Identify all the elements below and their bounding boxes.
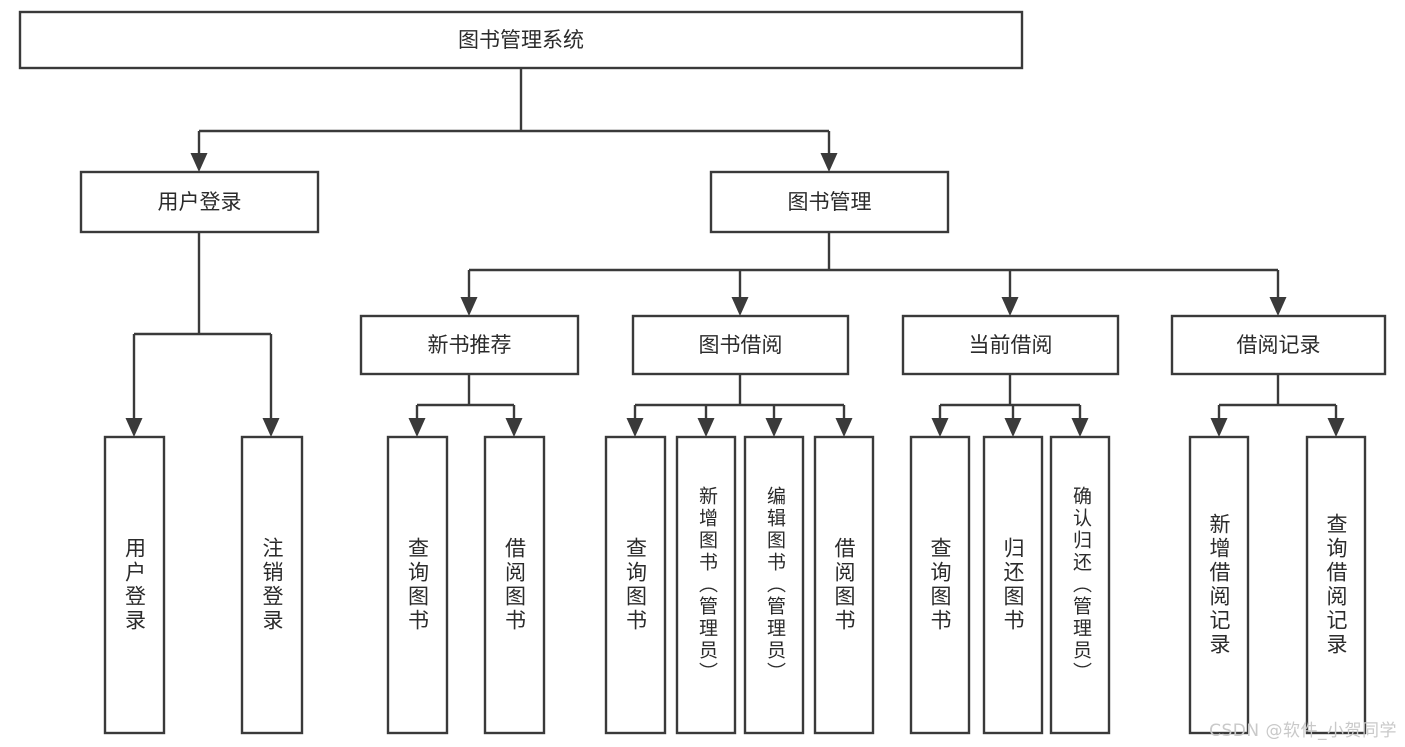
arrow-head-icon bbox=[505, 418, 523, 437]
leaf-leaf-add-book[interactable] bbox=[675, 435, 737, 735]
node-book-borrow[interactable] bbox=[631, 314, 850, 376]
arrow-head-icon bbox=[1001, 297, 1019, 316]
leaf-leaf-user-logout[interactable] bbox=[240, 435, 304, 735]
arrow-head-icon bbox=[931, 418, 949, 437]
leaf-leaf-query-book-rec[interactable] bbox=[386, 435, 449, 735]
arrow-head-icon bbox=[820, 153, 838, 172]
arrow-head-icon bbox=[408, 418, 426, 437]
edges-current-borrow-to-leaves bbox=[931, 374, 1089, 437]
arrow-head-icon bbox=[1210, 418, 1228, 437]
arrow-head-icon bbox=[262, 418, 280, 437]
leaf-leaf-borrow-book-rec[interactable] bbox=[483, 435, 546, 735]
node-borrow-record[interactable] bbox=[1170, 314, 1387, 376]
arrow-head-icon bbox=[697, 418, 715, 437]
arrow-head-icon bbox=[1327, 418, 1345, 437]
leaf-leaf-confirm-return[interactable] bbox=[1049, 435, 1111, 735]
edges-root-to-level2 bbox=[190, 68, 838, 172]
edges-borrow-record-to-leaves bbox=[1210, 374, 1345, 437]
arrow-head-icon bbox=[190, 153, 208, 172]
edges-book-borrow-to-leaves bbox=[626, 374, 853, 437]
arrow-head-icon bbox=[1004, 418, 1022, 437]
edges-user-login-to-leaves bbox=[125, 232, 280, 437]
leaf-leaf-return-book[interactable] bbox=[982, 435, 1044, 735]
node-book-manage[interactable] bbox=[709, 170, 950, 234]
node-new-book-recommend[interactable] bbox=[359, 314, 580, 376]
arrow-head-icon bbox=[765, 418, 783, 437]
leaf-leaf-query-record[interactable] bbox=[1305, 435, 1367, 735]
leaf-leaf-edit-book[interactable] bbox=[743, 435, 805, 735]
edges-new-book-recommend-to-leaves bbox=[408, 374, 523, 437]
arrow-head-icon bbox=[460, 297, 478, 316]
leaf-leaf-user-login[interactable] bbox=[103, 435, 166, 735]
arrow-head-icon bbox=[1269, 297, 1287, 316]
node-label-book-borrow: 图书借阅 bbox=[699, 333, 783, 357]
edges-book-manage-to-level3 bbox=[460, 232, 1287, 316]
node-root[interactable] bbox=[18, 10, 1024, 70]
arrow-head-icon bbox=[626, 418, 644, 437]
arrow-head-icon bbox=[835, 418, 853, 437]
arrow-head-icon bbox=[731, 297, 749, 316]
node-user-login[interactable] bbox=[79, 170, 320, 234]
node-label-current-borrow: 当前借阅 bbox=[969, 333, 1053, 357]
leaf-leaf-borrow-book[interactable] bbox=[813, 435, 875, 735]
arrow-head-icon bbox=[1071, 418, 1089, 437]
leaf-leaf-add-record[interactable] bbox=[1188, 435, 1250, 735]
leaf-leaf-query-book-borrow[interactable] bbox=[604, 435, 667, 735]
arrow-head-icon bbox=[125, 418, 143, 437]
node-label-borrow-record: 借阅记录 bbox=[1237, 333, 1321, 357]
node-label-book-manage: 图书管理 bbox=[788, 190, 872, 214]
node-label-root: 图书管理系统 bbox=[458, 28, 584, 52]
leaf-leaf-query-book-cur[interactable] bbox=[909, 435, 971, 735]
node-label-user-login: 用户登录 bbox=[158, 190, 242, 214]
node-current-borrow[interactable] bbox=[901, 314, 1120, 376]
node-label-new-book-recommend: 新书推荐 bbox=[428, 333, 512, 357]
